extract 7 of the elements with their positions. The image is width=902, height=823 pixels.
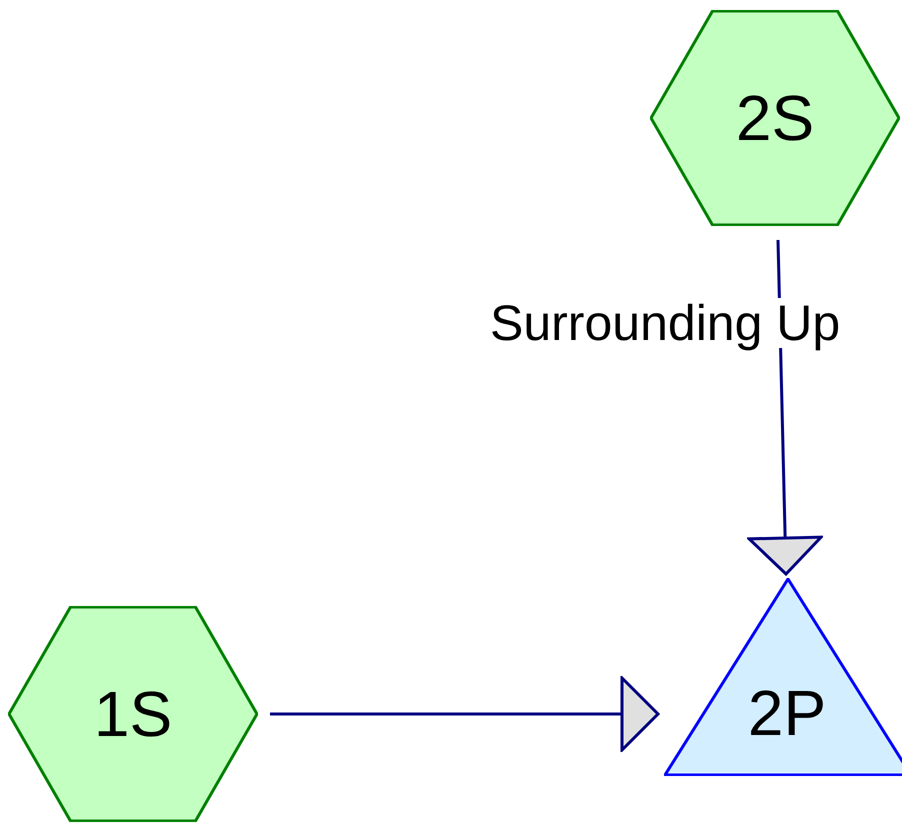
node-label: 2P <box>748 681 826 745</box>
node-label: 2S <box>736 86 814 150</box>
triangle-node <box>664 578 902 776</box>
arrow <box>270 676 660 752</box>
node-label: 1S <box>94 682 172 746</box>
hexagon-node <box>8 606 258 822</box>
hexagon-node <box>650 10 900 226</box>
